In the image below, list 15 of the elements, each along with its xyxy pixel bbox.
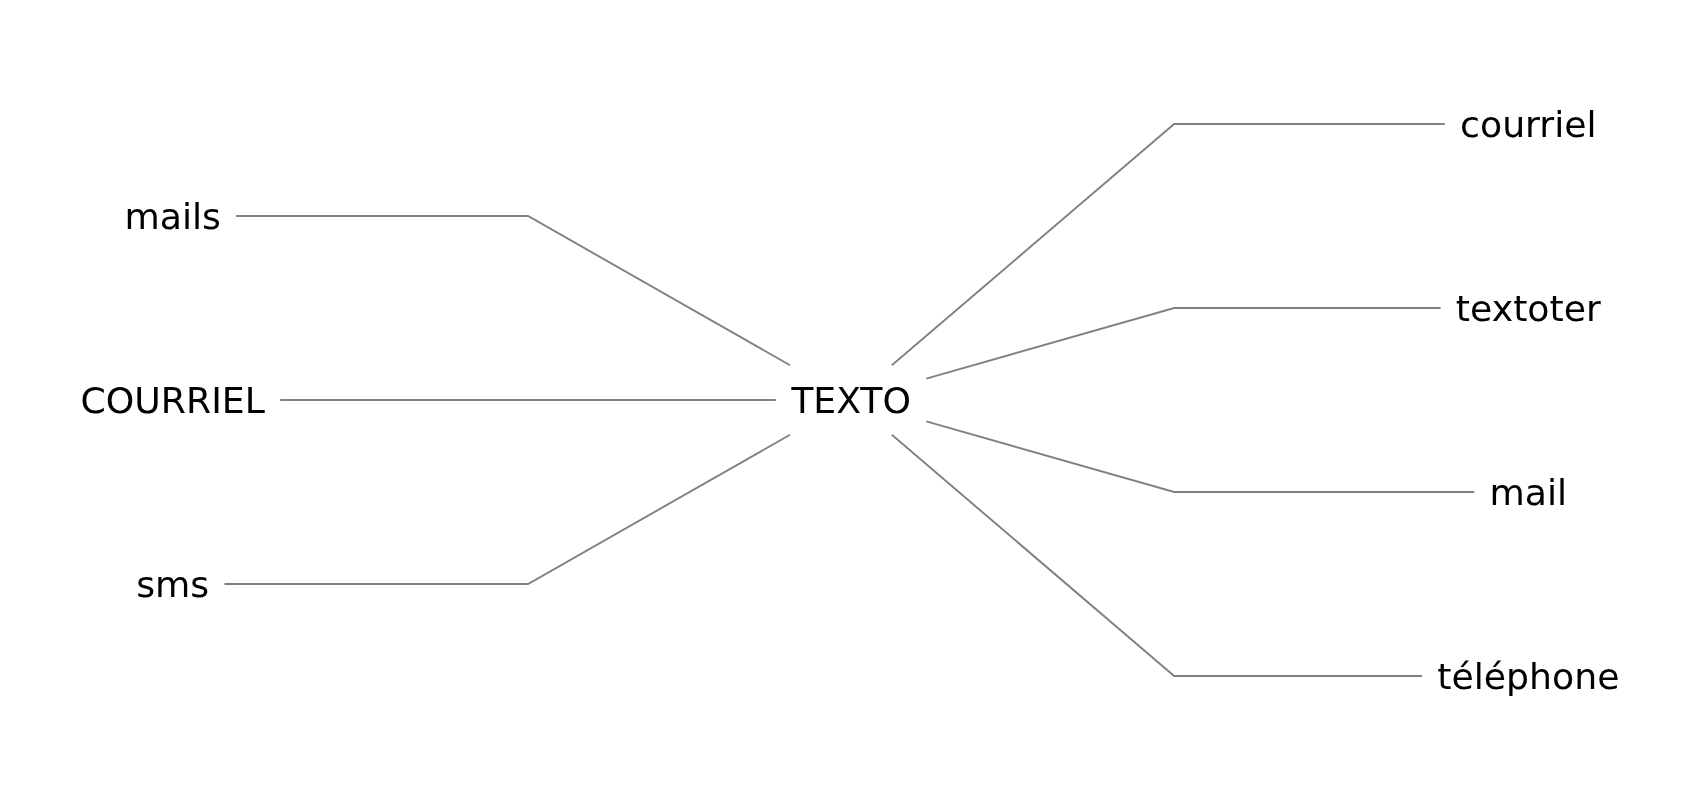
node-text: COURRIEL [80,378,265,421]
node-text: courriel [1460,102,1597,145]
connector [925,420,1476,493]
connector [223,433,791,585]
connector [279,399,777,401]
connector [890,123,1446,367]
connector [925,307,1442,380]
node-text: textoter [1455,286,1601,329]
node-text: mails [124,194,221,237]
node-text: TEXTO [791,378,912,421]
node-text: sms [136,562,210,605]
connector [235,215,791,367]
connector [890,433,1423,677]
node-text: téléphone [1437,654,1620,697]
node-text: mail [1489,470,1568,513]
